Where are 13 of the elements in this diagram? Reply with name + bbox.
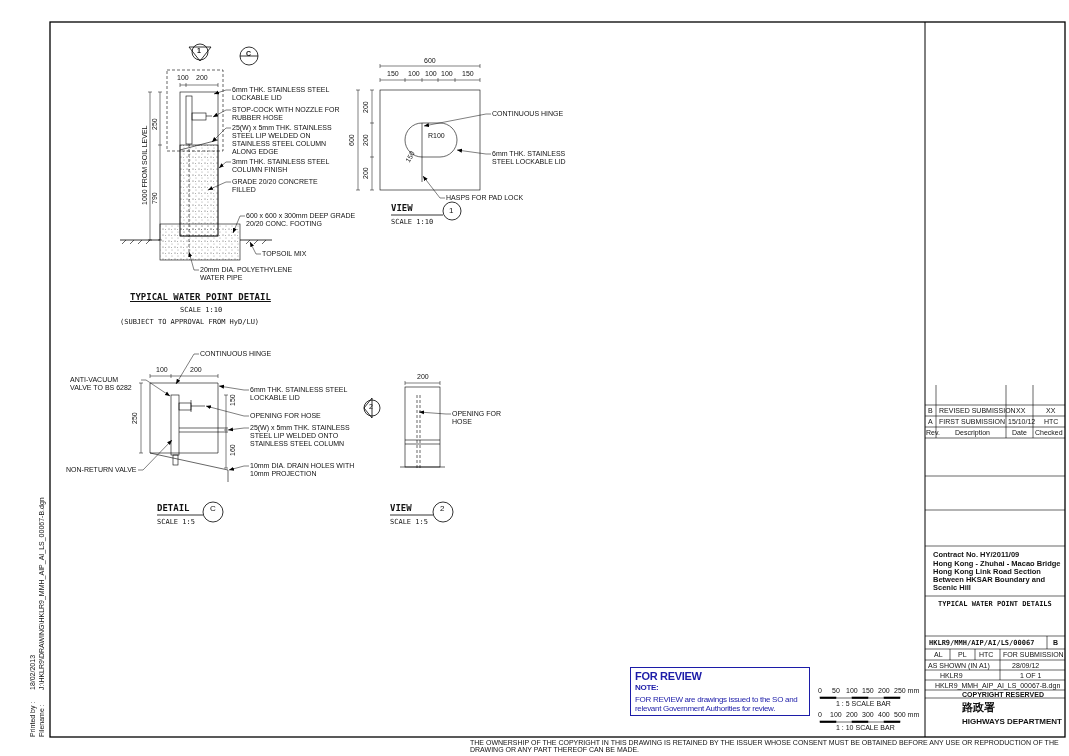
view-title: VIEW [391,203,413,214]
authority-name: 路政署 [962,701,995,714]
drawing-title: TYPICAL WATER POINT DETAIL [130,292,271,303]
view-title: DETAIL [157,503,190,514]
review-note-box: FOR REVIEW NOTE: FOR REVIEW are drawings issued to the SO and relevant Government Authorities for review. [630,667,810,717]
lid-plan-drawing [379,89,481,191]
marker-letter: C [210,504,216,514]
side-view-drawing [399,386,446,471]
marker-number: 2 [440,504,445,514]
detail-section-drawing [149,382,229,483]
marker-number: 1 [449,206,454,216]
authority-name: HIGHWAYS DEPARTMENT [962,717,1062,727]
view-title: VIEW [390,503,412,514]
